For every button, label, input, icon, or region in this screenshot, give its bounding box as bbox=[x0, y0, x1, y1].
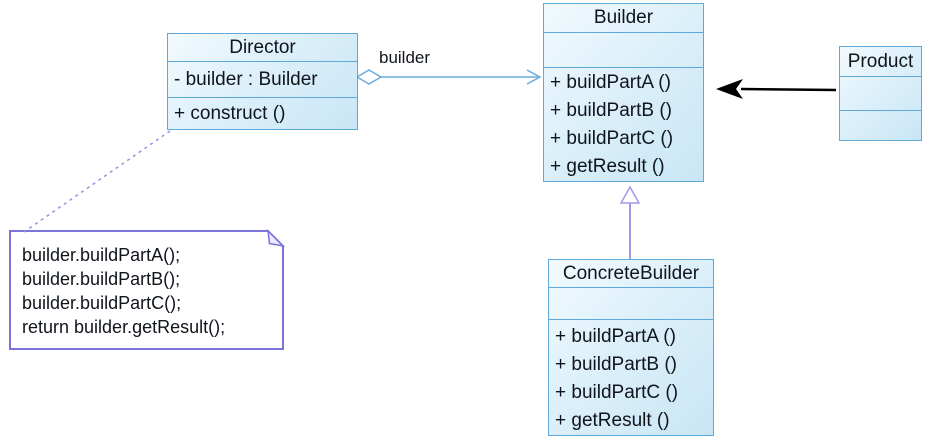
method-buildpartb: + buildPartB () bbox=[555, 354, 677, 375]
note-line: builder.buildPartB(); bbox=[22, 269, 181, 289]
class-concrete-builder-methods: + buildPartA () + buildPartB () + buildP… bbox=[549, 319, 713, 435]
class-product: Product bbox=[839, 46, 922, 141]
class-director: Director - builder : Builder + construct… bbox=[167, 33, 358, 130]
generalization-triangle-icon bbox=[619, 185, 641, 204]
method-buildpartc: + buildPartC () bbox=[555, 382, 679, 403]
method-buildparta: + buildPartA () bbox=[550, 72, 671, 93]
attribute-builder: - builder : Builder bbox=[174, 68, 318, 90]
class-concrete-builder-title: ConcreteBuilder bbox=[549, 260, 713, 289]
note-line: builder.buildPartA(); bbox=[22, 245, 181, 265]
class-director-attributes: - builder : Builder bbox=[168, 62, 357, 97]
association-arrowhead-icon bbox=[716, 79, 743, 99]
method-buildpartb: + buildPartB () bbox=[550, 100, 672, 121]
class-concrete-builder-attributes bbox=[549, 288, 713, 319]
class-builder-title: Builder bbox=[544, 4, 703, 33]
note-line: return builder.getResult(); bbox=[22, 317, 226, 337]
code-note: builder.buildPartA(); builder.buildPartB… bbox=[22, 243, 272, 339]
aggregation-diamond-icon bbox=[355, 69, 383, 85]
aggregation-label: builder bbox=[379, 48, 431, 67]
method-buildparta: + buildPartA () bbox=[555, 326, 676, 347]
aggregation-arrowhead-icon bbox=[526, 69, 542, 85]
class-director-title: Director bbox=[168, 34, 357, 62]
class-director-methods: + construct () bbox=[168, 97, 357, 129]
class-builder-attributes bbox=[544, 33, 703, 67]
class-builder: Builder + buildPartA () + buildPartB () … bbox=[543, 3, 704, 182]
method-getresult: + getResult () bbox=[555, 410, 670, 431]
class-builder-methods: + buildPartA () + buildPartB () + buildP… bbox=[544, 67, 703, 181]
class-product-methods bbox=[840, 110, 921, 140]
note-fold-icon bbox=[266, 228, 286, 248]
class-product-attributes bbox=[840, 77, 921, 110]
method-construct: + construct () bbox=[174, 102, 286, 124]
note-anchor-edge bbox=[23, 130, 171, 233]
note-shape bbox=[9, 230, 284, 350]
association-edge bbox=[740, 87, 837, 92]
method-buildpartc: + buildPartC () bbox=[550, 128, 674, 149]
class-product-title: Product bbox=[840, 47, 921, 77]
method-getresult: + getResult () bbox=[550, 156, 665, 177]
class-concrete-builder: ConcreteBuilder + buildPartA () + buildP… bbox=[548, 259, 714, 436]
note-line: builder.buildPartC(); bbox=[22, 293, 182, 313]
